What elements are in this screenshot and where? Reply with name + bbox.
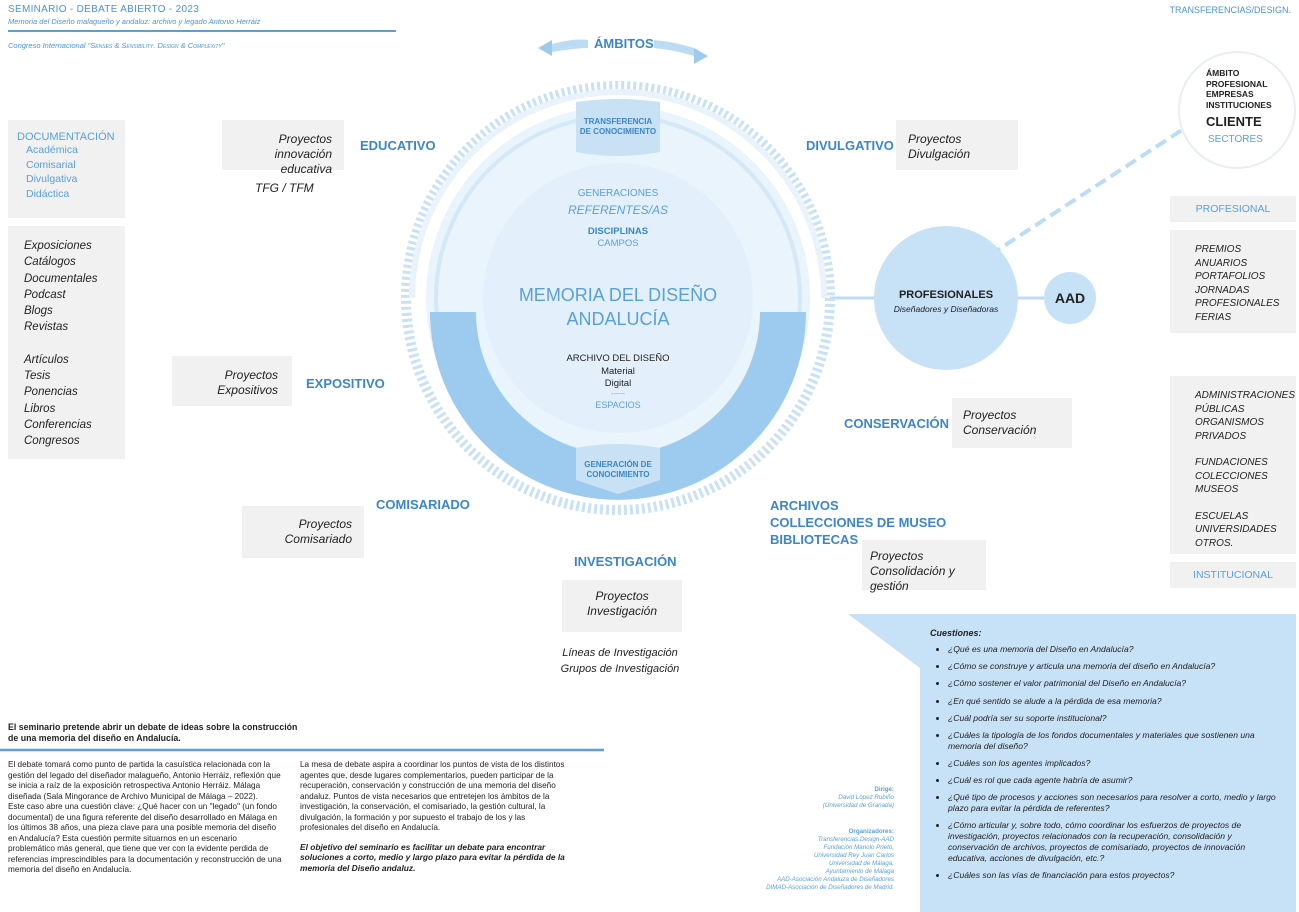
header-line1: SEMINARIO - DEBATE ABIERTO - 2023 (8, 4, 200, 15)
ambit-divulgativo: DIVULGATIVO (806, 138, 894, 153)
profesionales-circle (874, 226, 1018, 370)
box-proyectos-investigacion: Proyectos Investigación (562, 580, 682, 632)
documentacion-items: Académica Comisarial Divulgativa Didácti… (26, 144, 78, 200)
generacion-label: GENERACIÓN DE CONOCIMIENTO (584, 460, 652, 479)
header-line2: Memoria del Diseño malagueño y andaluz: … (8, 17, 261, 26)
box-proyectos-comisariado: Proyectos Comisariado (242, 506, 364, 558)
cuestiones-panel-shape (848, 614, 1296, 912)
profesionales-text: PROFESIONALES Diseñadores y Diseñadoras (893, 289, 999, 314)
question-item: ¿Cuáles son los agentes implicados? (948, 758, 1280, 769)
seminario-intro: El seminario pretende abrir un debate de… (8, 722, 298, 743)
question-item: ¿Cómo se construye y articula una memori… (948, 661, 1280, 672)
lower-blue-band (430, 312, 806, 500)
box-proyectos-consolidacion: Proyectos Consolidación y gestión (862, 540, 986, 593)
ambit-educativo: EDUCATIVO (360, 138, 436, 153)
question-item: ¿Qué es una memoria del Diseño en Andalu… (948, 644, 1280, 655)
question-item: ¿Cómo articular y, sobre todo, cómo coor… (948, 820, 1280, 863)
cliente-label: CLIENTE (1206, 114, 1262, 129)
institucional-box: INSTITUCIONAL (1170, 562, 1296, 588)
profesional-list-box: PREMIOS ANUARIOS PORTAFOLIOS JORNADAS PR… (1170, 230, 1296, 333)
ambit-comisariado: COMISARIADO (376, 497, 470, 512)
ambito-circle-text: ÁMBITO PROFESIONAL EMPRESAS INSTITUCIONE… (1206, 68, 1272, 110)
bottom-col1: El debate tomará como punto de partida l… (8, 760, 282, 874)
header-divider (8, 30, 396, 32)
ambit-conservacion: CONSERVACIÓN (844, 416, 949, 431)
question-item: ¿Cuál podría ser su soporte instituciona… (948, 713, 1280, 724)
cuestiones-panel: Cuestiones: ¿Qué es una memoria del Dise… (930, 628, 1280, 887)
question-item: ¿Cuáles son las vías de financiación par… (948, 870, 1280, 881)
box-proyectos-conservacion: Proyectos Conservación (952, 398, 1072, 448)
credits: Dirige: David López Rubiño (Universidad … (766, 786, 894, 891)
center-title: MEMORIA DEL DISEÑO ANDALUCÍA (518, 285, 718, 329)
ambitos-arrow-right-tail (654, 40, 694, 56)
question-item: ¿Cuál es rol que cada agente habría de a… (948, 775, 1280, 786)
tfg-tfm-label: TFG / TFM (255, 181, 314, 195)
box-proyectos-expositivos: Proyectos Expositivos (172, 356, 292, 406)
lineas-investigacion: Líneas de Investigación Grupos de Invest… (560, 647, 680, 675)
top-arrow-shape (576, 99, 660, 156)
ambito-profesional-circle (1178, 51, 1296, 169)
center-top-text: GENERACIONES REFERENTES/AS DISCIPLINAS C… (567, 188, 669, 249)
center-disk (483, 163, 753, 433)
ambit-investigacion: INVESTIGACIÓN (574, 554, 677, 569)
ambitos-label: ÁMBITOS (594, 36, 654, 51)
cuestiones-title: Cuestiones: (930, 628, 982, 638)
transferencia-label: TRANSFERENCIA DE CONOCIMIENTO (579, 117, 657, 136)
sectores-label: SECTORES (1208, 134, 1263, 145)
question-item: ¿Cuáles la tipología de los fondos docum… (948, 730, 1280, 752)
institucional-list-box: ADMINISTRACIONES PÚBLICAS ORGANISMOS PRI… (1170, 376, 1296, 554)
connector-dashed-line (988, 113, 1207, 257)
outputs-list-box: Exposiciones Catálogos Documentales Podc… (8, 226, 125, 459)
ambit-expositivo: EXPOSITIVO (306, 376, 385, 391)
ambitos-arrow-left-tail (552, 39, 588, 52)
box-proyectos-educativo: Proyectos innovación educativa (222, 120, 344, 176)
aad-label: AAD (1054, 290, 1086, 306)
header-line3: Congreso Internacional "Senses & Sensibi… (8, 41, 225, 50)
cuestiones-list: ¿Qué es una memoria del Diseño en Andalu… (930, 644, 1280, 881)
question-item: ¿En qué sentido se alude a la pérdida de… (948, 696, 1280, 707)
ambitos-arrow-left (538, 40, 552, 56)
box-proyectos-divulgacion: Proyectos Divulgación (896, 120, 1018, 170)
ambitos-arrow-right (694, 48, 708, 64)
documentacion-box: DOCUMENTACIÓN Académica Comisarial Divul… (8, 120, 125, 218)
mid-ring-top (409, 89, 827, 299)
outer-dotted-ring (401, 81, 835, 515)
question-item: ¿Cómo sostener el valor patrimonial del … (948, 678, 1280, 689)
bottom-arrow-shape (576, 444, 660, 494)
question-item: ¿Qué tipo de procesos y acciones son nec… (948, 792, 1280, 814)
profesional-box: PROFESIONAL (1170, 196, 1296, 222)
ambit-archivos: ARCHIVOS COLLECCIONES DE MUSEO BIBLIOTEC… (770, 498, 947, 547)
top-right-label: TRANSFERENCIAS/DESIGN. (1169, 5, 1291, 15)
aad-circle (1044, 272, 1096, 324)
center-archive-text: ARCHIVO DEL DISEÑO Material Digital ----… (566, 353, 670, 410)
bottom-col2: La mesa de debate aspira a coordinar los… (300, 760, 565, 873)
